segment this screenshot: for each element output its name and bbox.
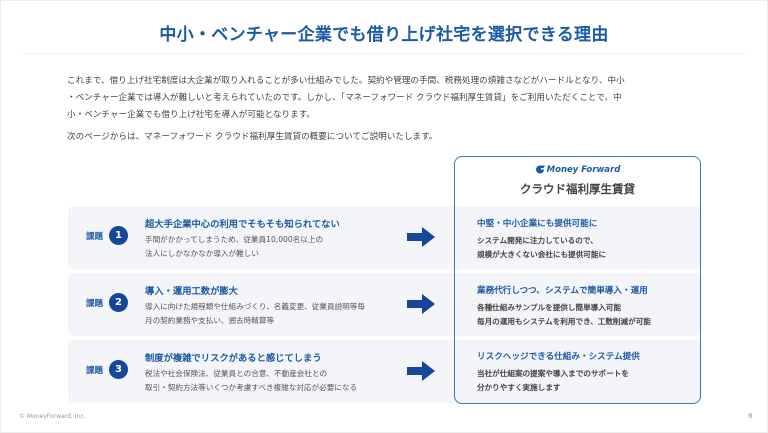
money-forward-logo: Money Forward (454, 165, 701, 175)
solution-item-2: 業務代行しつつ、システムで簡単導入・運用 各種仕組みサンプルを提供し簡単導入可能… (477, 284, 692, 329)
arrow-right-icon (407, 294, 435, 314)
intro-paragraph: これまで、借り上げ社宅制度は大企業が取り入れることが多い仕組みでした。契約や管理… (67, 73, 707, 124)
solution-item-1: 中堅・中小企業にも提供可能に システム開発に注力しているので、 規模が大きくない… (477, 217, 692, 262)
problem-description: 税法や社会保険法、従業員との合意、不動産会社との 取引・契約方法等いくつか考慮す… (145, 367, 425, 395)
problem-number-badge: 1 (109, 226, 128, 245)
problem-desc-line: 取引・契約方法等いくつか考慮すべき複雑な対応が必要になる (145, 383, 358, 392)
solution-desc-line: 分かりやすく実施します (477, 383, 561, 392)
problem-title: 制度が複雑でリスクがあると感じてしまう (145, 353, 322, 364)
problem-desc-line: 月の契約業務や支払い、遡去時精算等 (145, 316, 275, 325)
title-divider (21, 53, 747, 54)
solution-desc-line: システム開発に注力しているので、 (477, 236, 598, 245)
page-title: 中小・ベンチャー企業でも借り上げ社宅を選択できる理由 (159, 25, 609, 45)
solution-desc-line: 各種仕組みサンプルを提供し簡単導入可能 (477, 303, 622, 312)
problem-row-1: 課題 1 超大手企業中心の利用でそもそも知られてない 手間がかかってしまうため、… (68, 206, 702, 269)
footer-copyright: © MoneyForward, Inc. (19, 413, 86, 420)
problem-number-badge: 3 (109, 360, 128, 379)
problem-number-badge: 2 (109, 293, 128, 312)
problem-tag: 課題 (86, 232, 104, 242)
problem-desc-line: 税法や社会保険法、従業員との合意、不動産会社との (145, 369, 328, 378)
problem-tag: 課題 (86, 299, 104, 309)
solution-title: 業務代行しつつ、システムで簡単導入・運用 (477, 286, 648, 296)
solution-title: 中堅・中小企業にも提供可能に (477, 219, 598, 229)
product-name: クラウド福利厚生賃貸 (520, 182, 635, 196)
problem-title: 超大手企業中心の利用でそもそも知られてない (145, 219, 340, 230)
page-number: 8 (748, 412, 753, 420)
problem-desc-line: 手間がかかってしまうため、従業員10,000名以上の (145, 235, 324, 244)
intro-line: これまで、借り上げ社宅制度は大企業が取り入れることが多い仕組みでした。契約や管理… (67, 76, 625, 86)
solution-description: システム開発に注力しているので、 規模が大きくない会社にも提供可能に (477, 234, 692, 262)
solution-box (454, 156, 701, 404)
problem-row-3: 課題 3 制度が複雑でリスクがあると感じてしまう 税法や社会保険法、従業員との合… (68, 340, 702, 403)
solution-desc-line: 当社が仕組案の提案や導入までのサポートを (477, 369, 629, 378)
problem-row-2: 課題 2 導入・運用工数が膨大 導入に向けた規程類や仕組みづくり、名義変更、従業… (68, 273, 702, 336)
solution-description: 当社が仕組案の提案や導入までのサポートを 分かりやすく実施します (477, 367, 692, 395)
problem-desc-line: 法人にしかなかなか導入が難しい (145, 249, 259, 258)
solution-desc-line: 規模が大きくない会社にも提供可能に (477, 250, 607, 259)
solution-item-3: リスクヘッジできる仕組み・システム提供 当社が仕組案の提案や導入までのサポートを… (477, 350, 692, 395)
problem-desc-line: 導入に向けた規程類や仕組みづくり、名義変更、従業員説明等毎 (145, 302, 365, 311)
brand-name: Money Forward (546, 165, 621, 175)
solution-title: リスクヘッジできる仕組み・システム提供 (477, 352, 640, 362)
solution-description: 各種仕組みサンプルを提供し簡単導入可能 毎月の運用もシステムを利用でき、工数削減… (477, 301, 692, 329)
solution-desc-line: 毎月の運用もシステムを利用でき、工数削減が可能 (477, 317, 651, 326)
money-forward-logo-icon (535, 165, 545, 174)
intro-next-text: 次のページからは、マネーフォワード クラウド福利厚生賃貸の概要についてご説明いた… (67, 132, 438, 142)
intro-line: ・ベンチャー企業では導入が難しいと考えられていたのです。しかし、「マネーフォワー… (67, 93, 622, 103)
arrow-right-icon (407, 227, 435, 247)
arrow-right-icon (407, 361, 435, 381)
problem-title: 導入・運用工数が膨大 (145, 286, 238, 297)
intro-line: 小・ベンチャー企業でも借り上げ社宅を導入が可能となります。 (67, 110, 316, 120)
problem-tag: 課題 (86, 366, 104, 376)
problem-description: 手間がかかってしまうため、従業員10,000名以上の 法人にしかなかなか導入が難… (145, 233, 395, 261)
problem-description: 導入に向けた規程類や仕組みづくり、名義変更、従業員説明等毎 月の契約業務や支払い… (145, 300, 415, 328)
